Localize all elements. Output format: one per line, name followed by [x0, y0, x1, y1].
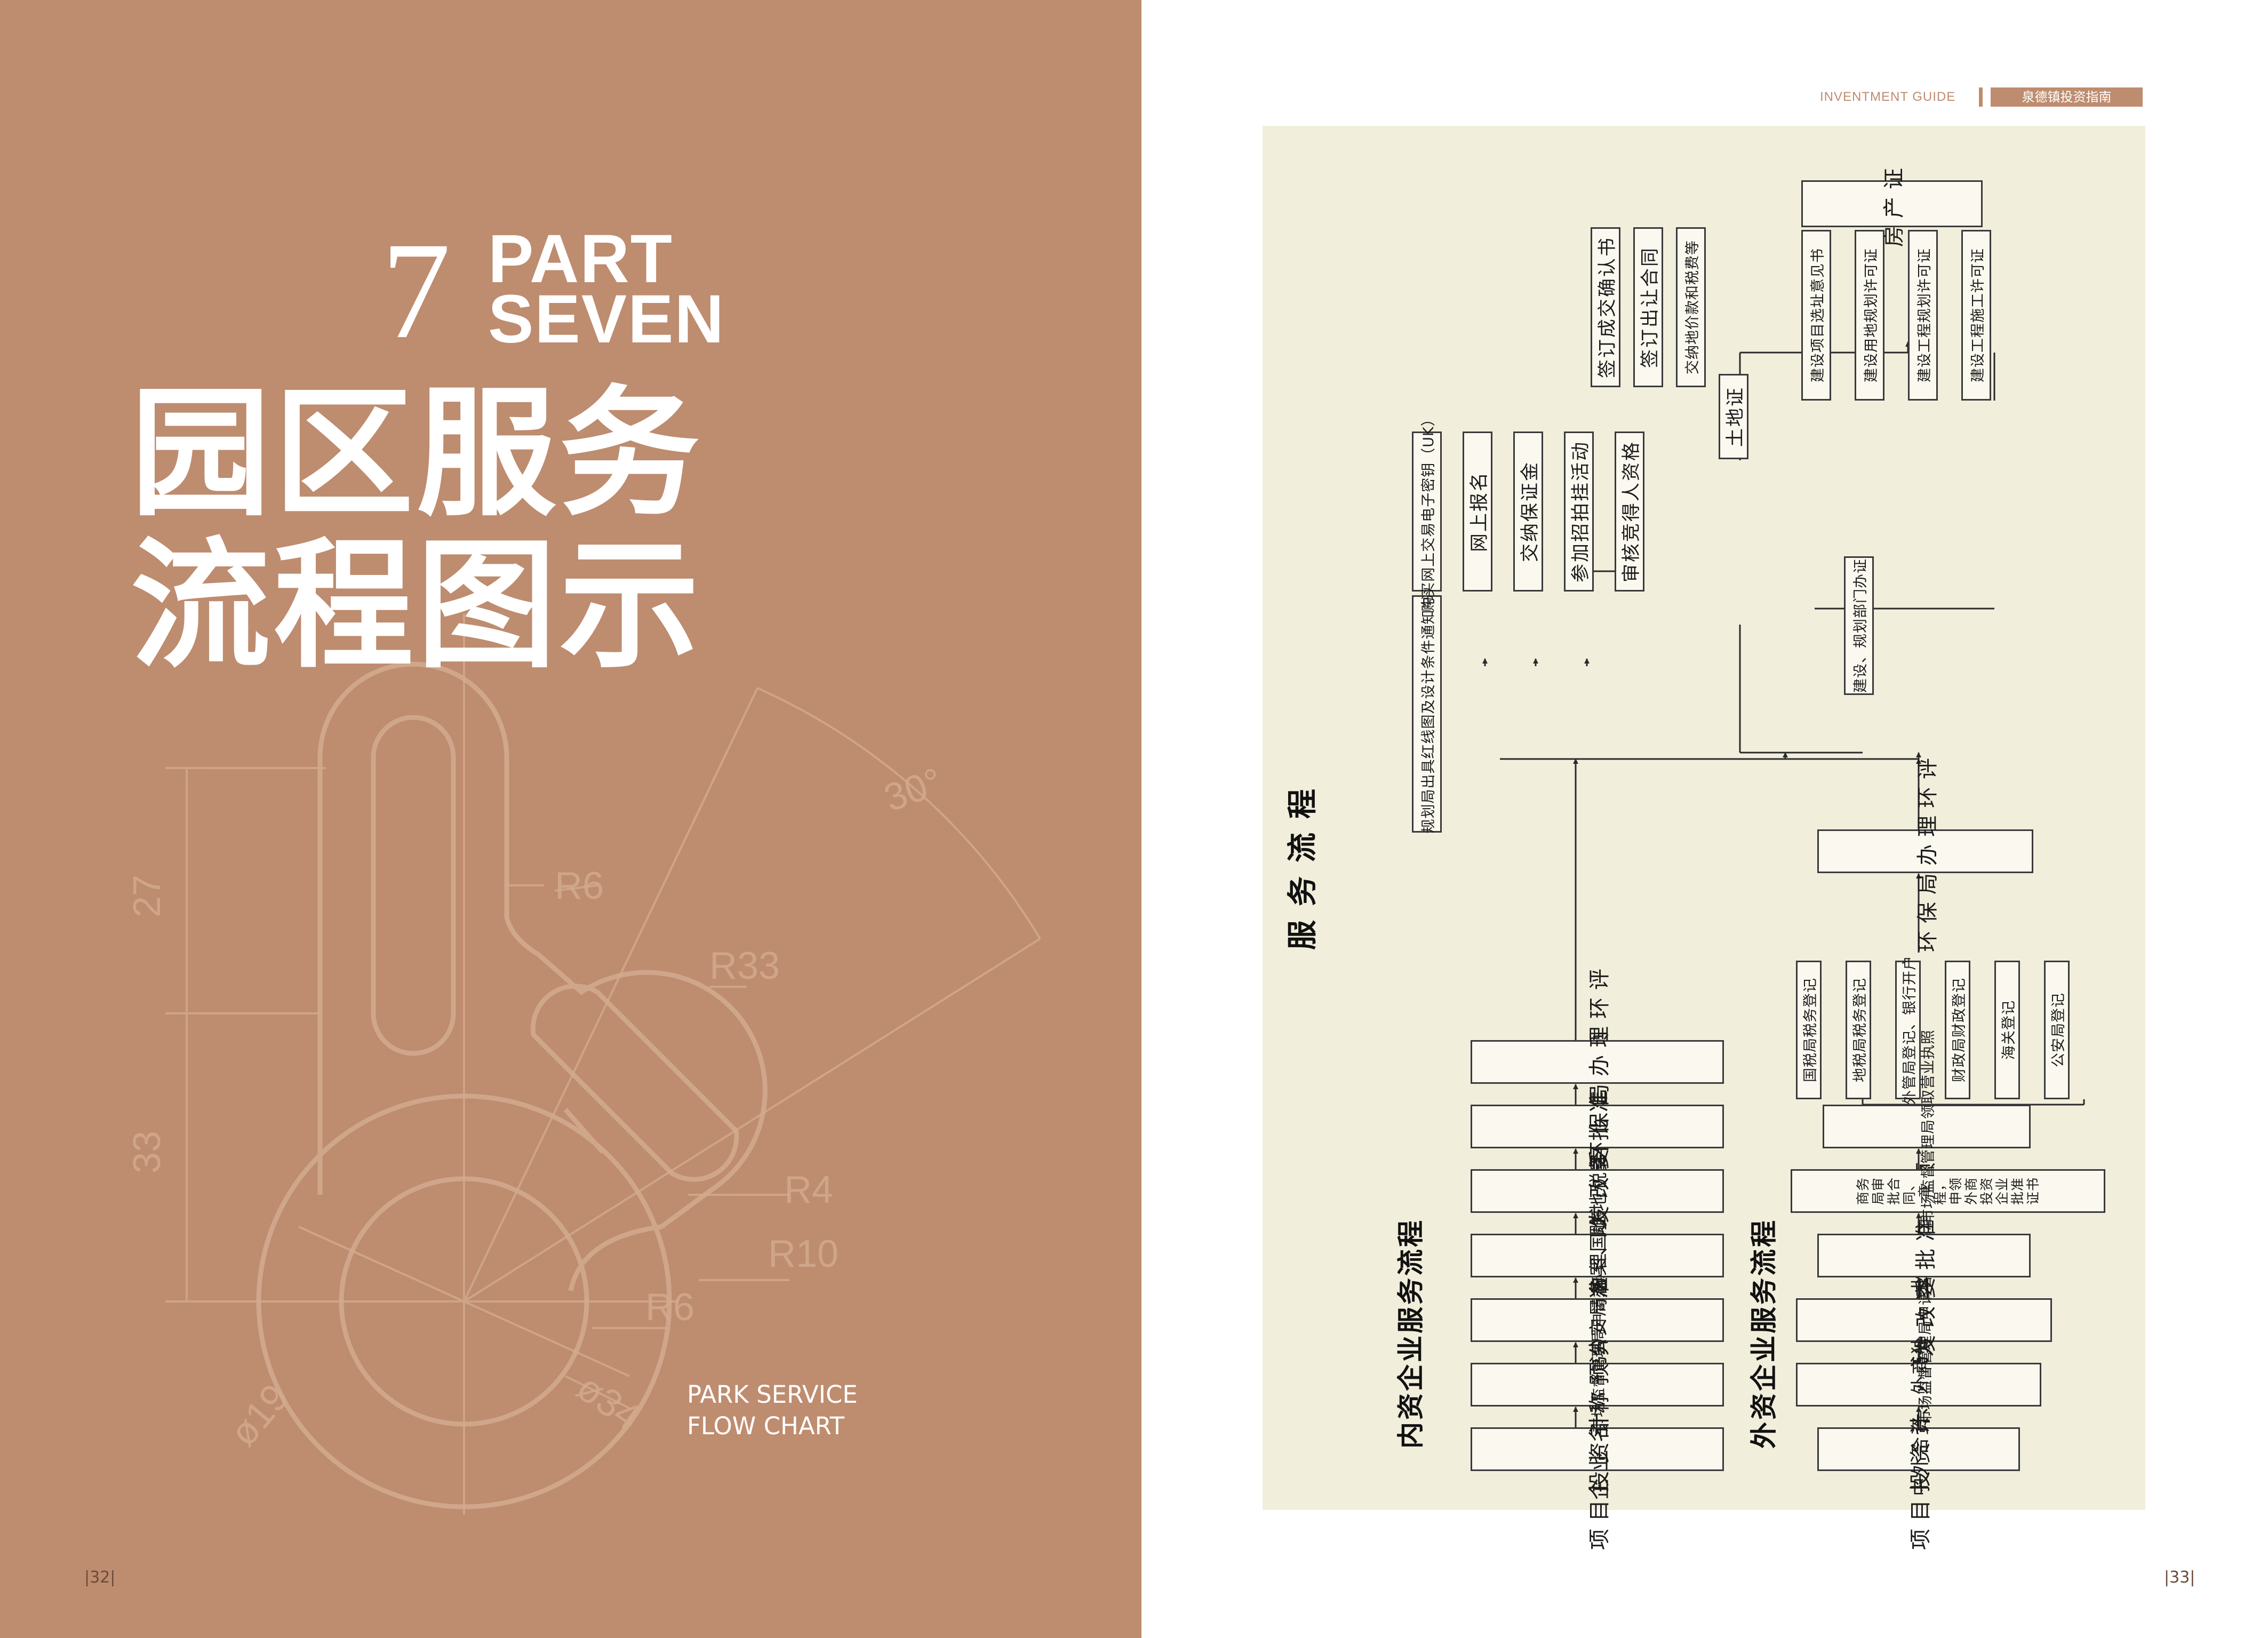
foreign-flow-title: 外资企业服务流程 — [1748, 1218, 1779, 1449]
land-step-deposit: 交纳保证金 — [1513, 432, 1543, 592]
contract-step-confirm: 签订成交确认书 — [1591, 227, 1620, 387]
dim-r33-label: R33 — [709, 945, 780, 987]
registration-item-6: 公安局登记 — [2044, 961, 2070, 1099]
dim-d19-label: ø19 — [222, 1376, 297, 1454]
registration-item-4: 财政局财政登记 — [1945, 961, 1970, 1099]
dim-r6a-label: R6 — [555, 865, 604, 907]
registration-item-2: 地税局税务登记 — [1846, 961, 1871, 1099]
dim-r10-label: R10 — [768, 1233, 838, 1275]
page-title-line-2: 流程图示 — [131, 524, 702, 687]
page-number-right: |33| — [2164, 1568, 2195, 1587]
subtitle-line-2: FLOW CHART — [687, 1412, 845, 1441]
land-step-planning: 规划局出具红线图及设计条件通知书 — [1412, 595, 1442, 834]
foreign-step-5: 商务局审批合同、章程，申领外商投资企业批准证书 — [1791, 1169, 2105, 1213]
part-word: PART SEVEN — [488, 221, 725, 357]
property-certificate: 房产证 — [1801, 161, 1983, 247]
permit-construction: 建设工程施工许可证 — [1961, 230, 1991, 401]
part-number: 7 — [381, 214, 451, 367]
dim-27-label: 27 — [126, 875, 169, 917]
domestic-flow-title: 内资企业服务流程 — [1395, 1218, 1426, 1449]
land-certificate: 土地证 — [1719, 374, 1748, 459]
land-step-register: 网上报名 — [1463, 432, 1492, 592]
header-english: INVENTMENT GUIDE — [1820, 90, 1956, 104]
foreign-step-6: 市场监督管理局领取营业执照 — [1823, 1029, 2031, 1224]
left-page: 27 33 R6 R33 R4 R10 R6 ø19 ø34 30° 7 PAR… — [0, 0, 1141, 1638]
part-word-2: SEVEN — [488, 281, 725, 357]
header-divider — [1979, 87, 1983, 107]
page-number-left: |32| — [84, 1568, 116, 1587]
permit-engineering-planning: 建设工程规划许可证 — [1908, 230, 1938, 401]
contract-step-transfer: 签订出让合同 — [1633, 227, 1663, 387]
domestic-step-7: 环保局办理环评 — [1471, 961, 1724, 1163]
registration-item-1: 国税局税务登记 — [1796, 961, 1822, 1099]
technical-drawing-background: 27 33 R6 R33 R4 R10 R6 ø19 ø34 30° — [126, 613, 1041, 1515]
flowchart-rotated: 服务流程 内资企业服务流程 外资企业服务流程 项目投资计划书 企业名称预先核准 … — [1263, 126, 2145, 1550]
foreign-env-review: 环保局办理环评 — [1817, 750, 2033, 952]
dim-d34-label: ø34 — [569, 1366, 648, 1439]
registration-item-5: 海关登记 — [1994, 961, 2020, 1099]
right-page: INVENTMENT GUIDE 泉德镇投资指南 — [1141, 0, 2268, 1638]
permit-site-selection: 建设项目选址意见书 — [1801, 230, 1831, 401]
contract-step-fees: 交纳地价款和税费等 — [1676, 227, 1706, 387]
subtitle-line-1: PARK SERVICE — [687, 1380, 858, 1409]
permit-land-planning: 建设用地规划许可证 — [1855, 230, 1884, 401]
land-step-auction: 参加招拍挂活动 — [1564, 432, 1594, 592]
foreign-step-4: 发改委批准立项 — [1817, 1155, 2031, 1356]
part-word-1: PART — [488, 221, 673, 297]
header-chinese: 泉德镇投资指南 — [1991, 87, 2143, 107]
registration-item-3: 外管局登记、银行开户 — [1895, 955, 1921, 1105]
construction-office: 建设、规划部门办证 — [1844, 556, 1874, 695]
service-flow-title: 服务流程 — [1285, 775, 1320, 950]
page-title-line-1: 园区服务 — [131, 372, 702, 535]
dim-r6b-label: R6 — [645, 1286, 694, 1329]
land-step-uk-key: 购买网上交易电子密钥（UK） — [1412, 411, 1442, 612]
dim-r4-label: R4 — [784, 1169, 833, 1211]
flowchart-panel: 服务流程 内资企业服务流程 外资企业服务流程 项目投资计划书 企业名称预先核准 … — [1263, 126, 2145, 1550]
subtitle: PARK SERVICE FLOW CHART — [687, 1379, 858, 1442]
dim-33-label: 33 — [126, 1131, 169, 1173]
land-step-qualification: 审核竞得人资格 — [1615, 432, 1644, 592]
